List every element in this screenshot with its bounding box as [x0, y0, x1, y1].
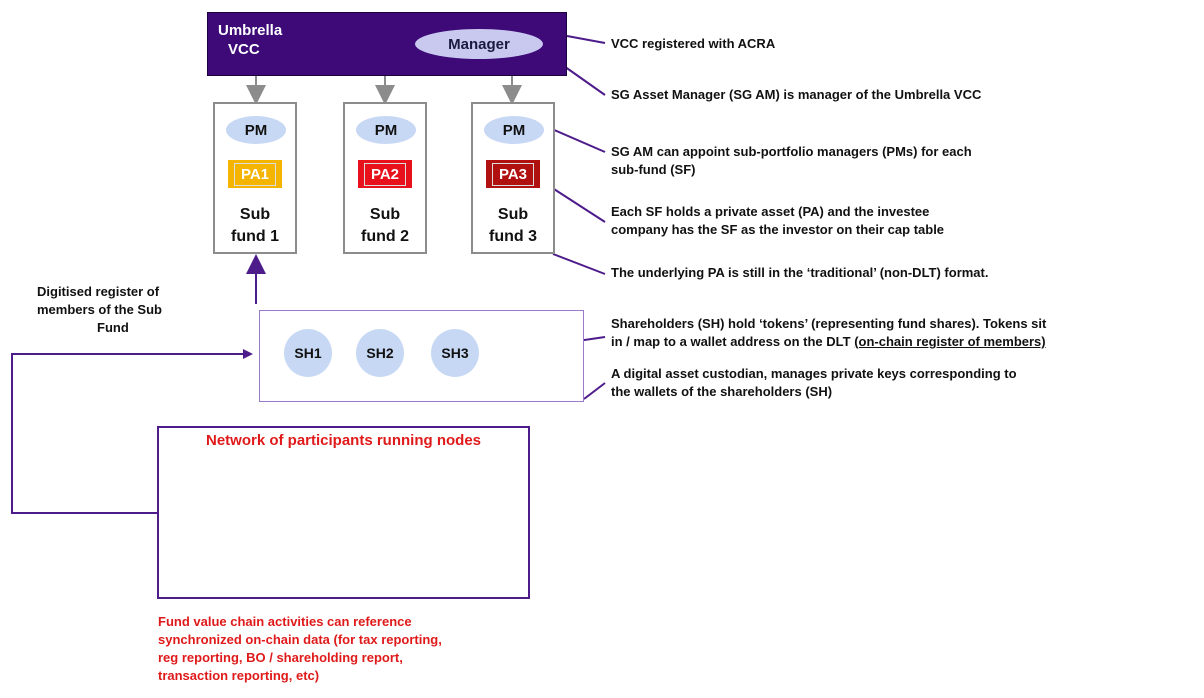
- manager-pill: Manager: [415, 29, 543, 59]
- pm-oval: PM: [356, 116, 416, 144]
- pointer-pm: [544, 125, 606, 153]
- subfund-1-box: PM PA1 Sub fund 1: [213, 102, 297, 254]
- fund-value-chain-note: Fund value chain activities can referenc…: [158, 614, 442, 683]
- network-to-register-connector: [11, 353, 243, 514]
- annotation-shareholders: Shareholders (SH) hold ‘tokens’ (represe…: [611, 316, 1047, 349]
- pointer-custodian: [583, 382, 606, 400]
- annotation-custodian: A digital asset custodian, manages priva…: [611, 366, 1017, 399]
- pm-oval: PM: [484, 116, 544, 144]
- pointer-vcc: [566, 35, 606, 44]
- network-title: Network of participants running nodes: [205, 432, 482, 449]
- annotation-pa: Each SF holds a private asset (PA) and t…: [611, 204, 945, 237]
- pm-oval: PM: [226, 116, 286, 144]
- pa3-box: PA3: [486, 160, 540, 188]
- subfund-label: Sub fund 1: [231, 206, 279, 245]
- annotation-traditional: The underlying PA is still in the ‘tradi…: [611, 265, 989, 280]
- register-of-members-box: SH1 SH2 SH3: [259, 310, 584, 402]
- pa1-box: PA1: [228, 160, 282, 188]
- annotation-pm: SG AM can appoint sub-portfolio managers…: [611, 144, 972, 177]
- annotation-vcc: VCC registered with ACRA: [611, 36, 776, 51]
- shareholder-2: SH2: [356, 329, 404, 377]
- subfund-label: Sub fund 2: [361, 206, 409, 245]
- subfund-3-box: PM PA3 Sub fund 3: [471, 102, 555, 254]
- pa2-box: PA2: [358, 160, 412, 188]
- register-label: Digitised register of members of the Sub…: [37, 284, 162, 335]
- shareholder-3: SH3: [431, 329, 479, 377]
- shareholder-1: SH1: [284, 329, 332, 377]
- pointer-traditional: [552, 253, 606, 275]
- subfund-label: Sub fund 3: [489, 206, 537, 245]
- annotation-sgam: SG Asset Manager (SG AM) is manager of t…: [611, 87, 982, 102]
- subfund-2-box: PM PA2 Sub fund 2: [343, 102, 427, 254]
- network-box: Network of participants running nodes: [157, 426, 530, 599]
- umbrella-vcc-box: Umbrella VCC Manager: [207, 12, 567, 76]
- umbrella-vcc-title: Umbrella VCC: [218, 22, 283, 58]
